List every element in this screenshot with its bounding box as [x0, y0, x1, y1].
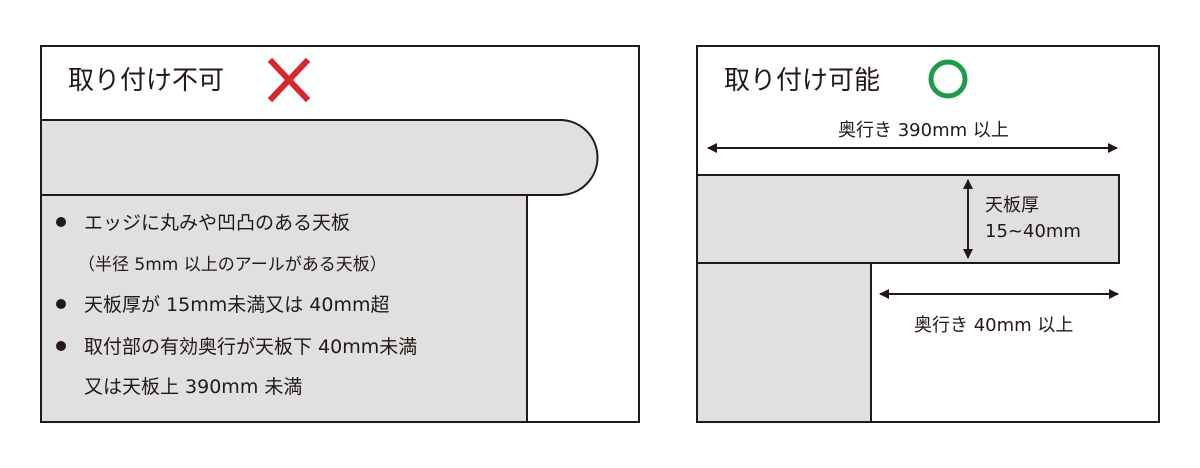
bullet: [56, 217, 66, 227]
left-cabinet: [40, 194, 528, 423]
flat-countertop: [696, 174, 1120, 264]
thickness-label: 天板厚: [985, 195, 1039, 216]
circle-ok-icon: [928, 59, 968, 99]
condition-note: （半径 5mm 以上のアールがある天板）: [78, 255, 387, 275]
right-panel-title: 取り付け可能: [724, 66, 881, 96]
cross-icon: [267, 57, 311, 103]
bullet: [56, 299, 66, 309]
depth-top-label: 奥行き 390mm 以上: [838, 120, 1009, 141]
rounded-countertop: [40, 119, 599, 196]
condition-item: エッジに丸みや凹凸のある天板: [84, 212, 351, 234]
right-cabinet: [696, 262, 872, 423]
condition-item-continued: 又は天板上 390mm 未満: [84, 376, 303, 398]
bullet: [56, 341, 66, 351]
thickness-range: 15~40mm: [985, 221, 1081, 242]
depth-bottom-label: 奥行き 40mm 以上: [914, 315, 1074, 336]
left-panel-title: 取り付け不可: [68, 66, 225, 96]
condition-item: 取付部の有効奥行が天板下 40mm未満: [84, 336, 418, 358]
condition-item: 天板厚が 15mm未満又は 40mm超: [84, 294, 390, 316]
